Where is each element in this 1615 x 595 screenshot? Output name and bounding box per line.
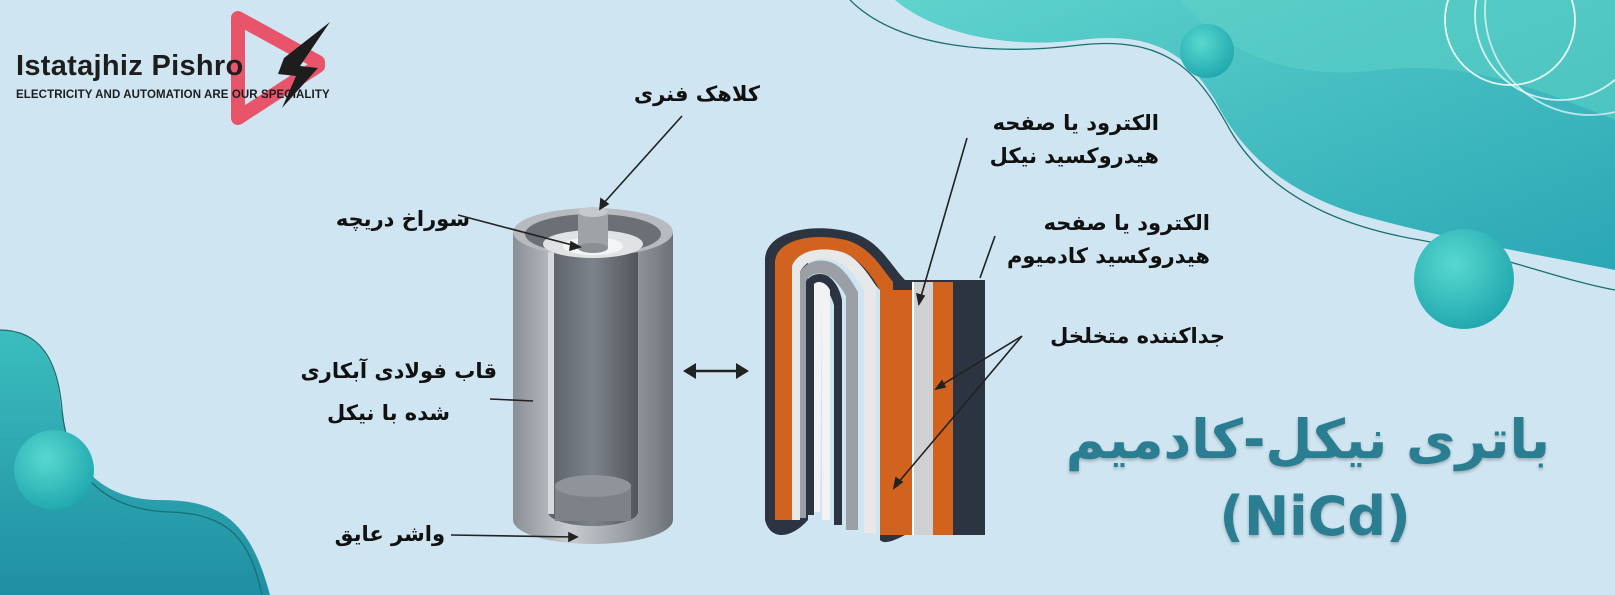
cylindrical-cell-illustration (513, 207, 673, 544)
ring-deco-2 (1474, 0, 1615, 101)
label-cadmium-electrode-line2: هیدروکسید کادمیوم (1006, 244, 1210, 268)
label-nickel-electrode-line1: الکترود یا صفحه (992, 111, 1159, 135)
double-arrow-icon (683, 363, 749, 379)
line-wave-bottom (0, 329, 263, 595)
brand-name: Istatajhiz Pishro (16, 50, 244, 82)
label-vent-hole: سوراخ دریچه (335, 207, 470, 231)
label-cadmium-electrode-line1: الکترود یا صفحه (1043, 211, 1210, 235)
teal-ball-top (1180, 24, 1234, 78)
label-separator: جداکننده متخلخل (1050, 324, 1225, 348)
leader-lines (450, 115, 1023, 543)
electrode-roll-illustration (765, 228, 985, 543)
label-case-line2: شده با نیکل (327, 401, 450, 425)
ring-deco-1 (1444, 0, 1576, 86)
label-case-line1: قاب فولادی آبکاری (300, 359, 497, 383)
teal-wave-bottom-left (0, 330, 270, 595)
label-spring-cap: کلاهک فنری (633, 82, 760, 106)
brand-tagline: ELECTRICITY AND AUTOMATION ARE OUR SPECI… (16, 89, 330, 101)
teal-ball-left (14, 430, 94, 510)
ring-deco-3 (1484, 0, 1615, 116)
logo[interactable]: Istatajhiz Pishro ELECTRICITY AND AUTOMA… (16, 50, 330, 101)
teal-wave-highlight (1180, 0, 1615, 120)
logo-emblem-icon (231, 11, 330, 125)
label-nickel-electrode-line2: هیدروکسید نیکل (989, 144, 1159, 168)
label-insulating-washer: واشر عایق (334, 522, 445, 546)
teal-ball-right (1414, 229, 1514, 329)
page-subtitle: (NiCd) (1219, 485, 1411, 548)
page-title: باتری نیکل-کادمیم (1065, 408, 1550, 471)
